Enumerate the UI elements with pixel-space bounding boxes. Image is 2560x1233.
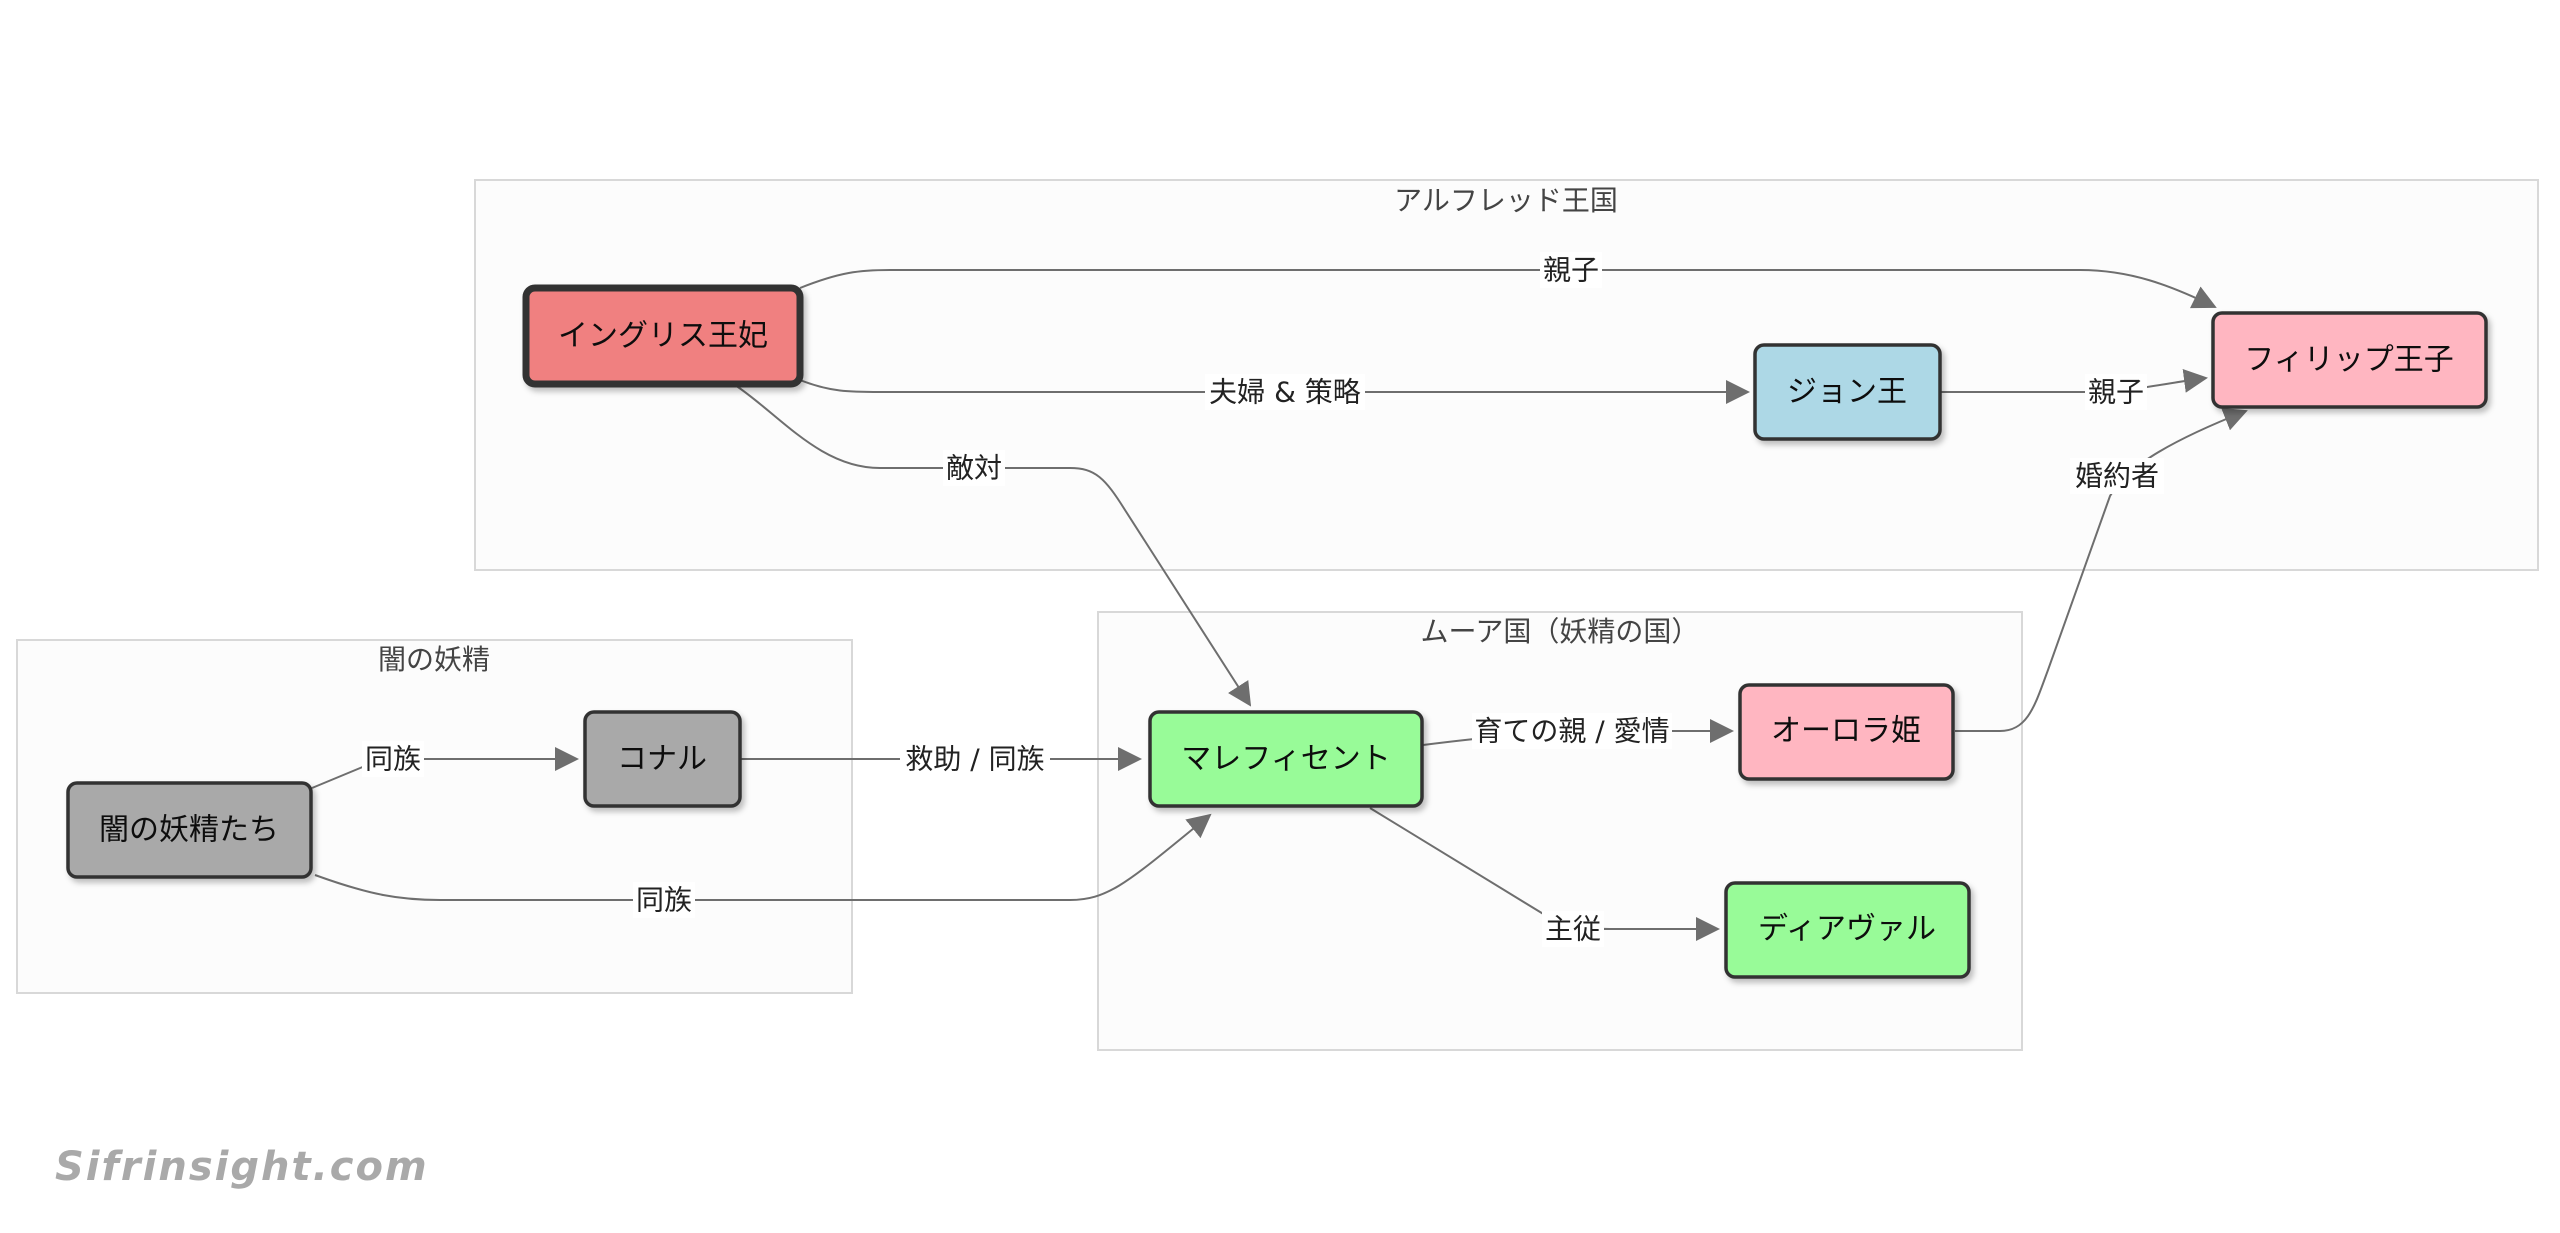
edge-ingrith-maleficent: [734, 384, 1252, 707]
edge-label-darkfey-maleficent: 同族: [636, 884, 692, 917]
node-conall-box: [583, 710, 742, 808]
edge-ingrith-john: [799, 379, 1750, 404]
watermark-logo: Sifrinsight.com: [55, 1144, 429, 1190]
node-phillip-label: フィリップ王子: [2244, 343, 2453, 378]
node-john[interactable]: ジョン王: [1753, 343, 1942, 441]
edge-label-conall-maleficent: 救助 / 同族: [905, 743, 1044, 776]
node-ingrith-box: [522, 284, 804, 388]
edge-darkfey-maleficent: [314, 813, 1212, 901]
node-conall-label: コナル: [617, 742, 707, 777]
edge-aurora-phillip: [1955, 407, 2248, 732]
node-phillip[interactable]: フィリップ王子: [2211, 311, 2488, 409]
node-maleficent[interactable]: マレフィセント: [1148, 710, 1424, 808]
edge-label-maleficent-diaval: 主従: [1545, 913, 1601, 946]
edge-label-john-phillip: 親子: [2088, 376, 2144, 409]
node-aurora-label: オーロラ姫: [1771, 714, 1921, 749]
edge-label-aurora-phillip: 婚約者: [2075, 460, 2159, 493]
cluster-title-dark-fey: 闇の妖精: [378, 643, 490, 676]
edge-label-ingrith-john: 夫婦 & 策略: [1209, 376, 1361, 409]
edge-label-ingrith-maleficent: 敵対: [946, 452, 1002, 485]
node-aurora-box: [1738, 683, 1955, 781]
edge-label-darkfey-conall: 同族: [365, 743, 421, 776]
edge-label-ingrith-phillip: 親子: [1543, 254, 1599, 287]
node-dark-fey-box: [66, 781, 313, 879]
node-diaval-box: [1724, 881, 1971, 979]
node-john-box: [1753, 343, 1942, 441]
cluster-moor-kingdom: ムーア国（妖精の国）: [1097, 611, 2023, 1051]
edge-label-maleficent-aurora: 育ての親 / 愛情: [1474, 715, 1669, 748]
cluster-title-moor: ムーア国（妖精の国）: [1421, 615, 1700, 648]
node-phillip-box: [2211, 311, 2488, 409]
node-john-label: ジョン王: [1787, 375, 1907, 410]
node-conall[interactable]: コナル: [583, 710, 742, 808]
node-dark-fey-label: 闇の妖精たち: [99, 813, 279, 848]
node-ingrith-label: イングリス王妃: [558, 319, 768, 354]
node-diaval-label: ディアヴァル: [1758, 912, 1936, 947]
node-diaval[interactable]: ディアヴァル: [1724, 881, 1971, 979]
edge-ingrith-phillip: [799, 269, 2217, 309]
edge-labels: 親子 夫婦 & 策略 親子 敵対 婚約者 育ての親 / 愛情 主従 救助 / 同…: [362, 252, 2164, 947]
cluster-title-alfred: アルフレッド王国: [1394, 184, 1618, 217]
node-ingrith[interactable]: イングリス王妃: [522, 284, 804, 388]
node-maleficent-box: [1148, 710, 1424, 808]
node-dark-fey[interactable]: 闇の妖精たち: [66, 781, 313, 879]
node-aurora[interactable]: オーロラ姫: [1738, 683, 1955, 781]
node-maleficent-label: マレフィセント: [1181, 742, 1390, 777]
